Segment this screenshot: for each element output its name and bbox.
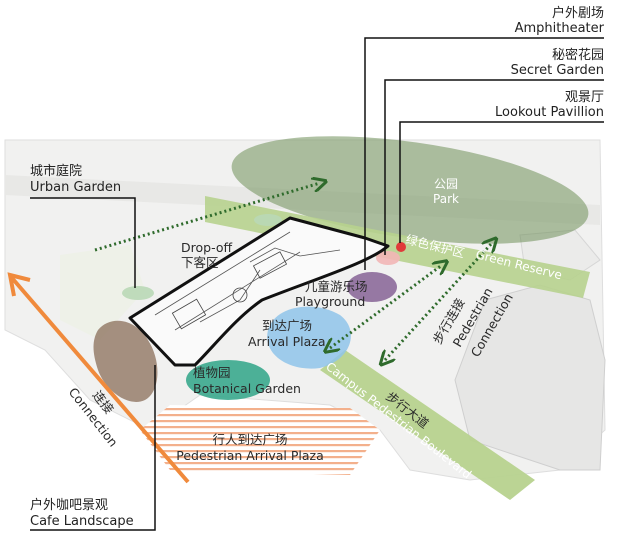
botanical-en: Botanical Garden	[193, 381, 301, 396]
botanical-garden-area	[186, 360, 270, 400]
urban-garden-blob	[122, 286, 154, 300]
urban-garden-blob-2	[254, 214, 282, 226]
leader-lines	[30, 37, 604, 531]
pedestrian-arrival-zh: 行人到达广场	[212, 432, 287, 447]
pedestrian-arrival-en: Pedestrian Arrival Plaza	[176, 448, 323, 463]
playground-en: Playground	[295, 294, 365, 309]
secret-garden-en: Secret Garden	[511, 63, 604, 78]
cafe-zh: 户外咖吧景观	[30, 497, 108, 513]
urban-garden-en: Urban Garden	[30, 180, 121, 195]
left-lawn	[60, 245, 145, 340]
lookout-zh: 观景厅	[565, 90, 604, 105]
arrival-plaza-en: Arrival Plaza	[248, 334, 325, 349]
leader-secret-garden	[384, 79, 604, 255]
amphitheater-en: Amphitheater	[515, 21, 605, 36]
park-area	[231, 136, 589, 244]
arrow-pedestrian-connection-2	[385, 243, 492, 360]
building-court	[232, 287, 248, 303]
leader-lookout	[399, 121, 604, 243]
cafe-landscape-area	[93, 320, 158, 402]
secret-garden-zh: 秘密花园	[552, 47, 604, 63]
park-en: Park	[433, 192, 459, 206]
green-arrows	[94, 183, 492, 360]
arrival-plaza-zh: 到达广场	[262, 318, 312, 333]
arrow-urban-garden	[94, 183, 320, 252]
building-room-1	[171, 298, 207, 330]
pedestrian-arrival-hatch	[140, 405, 380, 475]
playground-zh: 儿童游乐场	[305, 279, 368, 294]
botanical-zh: 植物园	[193, 365, 231, 380]
orange-connection-arrow	[7, 272, 190, 484]
campus-boulevard-band	[320, 350, 535, 500]
leader-cafe	[30, 365, 156, 531]
building-inner-lines	[154, 231, 341, 331]
building-room-2	[252, 251, 288, 279]
dropoff-zh: 下客区	[181, 255, 219, 270]
dropoff-en: Drop-off	[181, 240, 232, 255]
cafe-en: Cafe Landscape	[30, 514, 134, 529]
leader-amphitheater	[364, 37, 604, 270]
callout-labels: 户外剧场 Amphitheater 秘密花园 Secret Garden 观景厅…	[30, 5, 605, 529]
urban-garden-zh: 城市庭院	[30, 163, 82, 179]
park-zh: 公园	[434, 177, 458, 191]
lookout-en: Lookout Pavillion	[495, 105, 604, 120]
leader-urban-garden	[30, 197, 136, 288]
amphitheater-zh: 户外剧场	[552, 5, 604, 21]
